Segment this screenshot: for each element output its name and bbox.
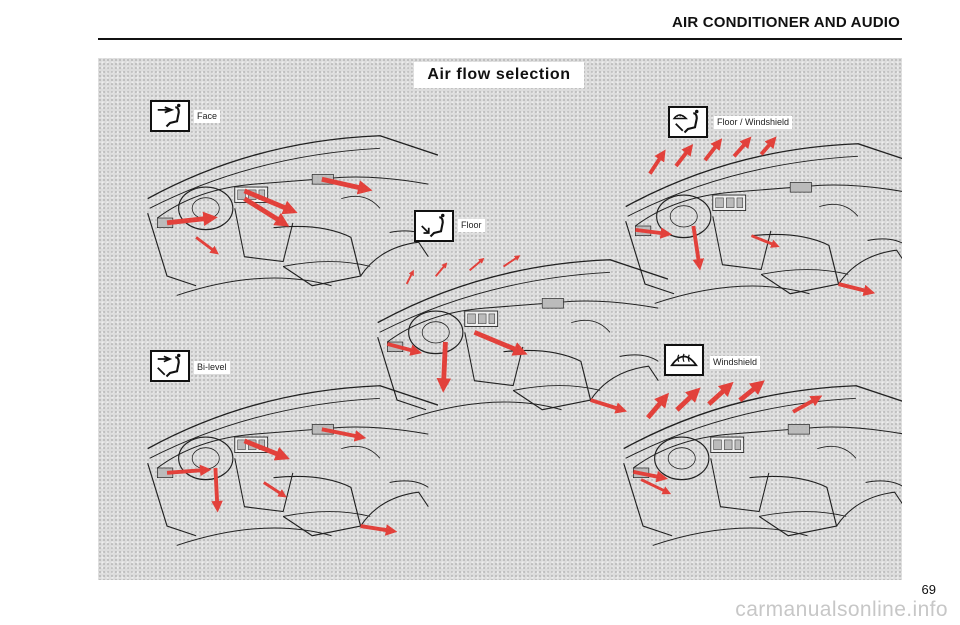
illustration-panel: Air flow selection Face Floor xyxy=(98,58,902,580)
floor-mode-illustration xyxy=(368,252,668,432)
mode-label-floor-windshield: Floor / Windshield xyxy=(714,116,793,129)
mode-label-face: Face xyxy=(194,110,221,123)
watermark: carmanualsonline.info xyxy=(735,598,948,621)
defroster-icon xyxy=(664,344,704,376)
bilevel-mode-illustration xyxy=(138,378,438,558)
mode-label-floor: Floor xyxy=(458,219,485,232)
panel-title: Air flow selection xyxy=(414,62,584,88)
windshield-mode-illustration xyxy=(614,378,902,558)
header-rule xyxy=(98,38,902,40)
mode-label-bilevel: Bi-level xyxy=(194,361,230,374)
page-number: 69 xyxy=(921,582,936,597)
floor-windshield-vent-icon xyxy=(668,106,708,138)
header-title: AIR CONDITIONER AND AUDIO xyxy=(671,14,900,31)
floor-vent-icon xyxy=(414,210,454,242)
face-vent-icon xyxy=(150,100,190,132)
mode-label-windshield: Windshield xyxy=(710,356,761,369)
bilevel-vent-icon xyxy=(150,350,190,382)
face-mode-illustration xyxy=(138,128,438,308)
floor-windshield-mode-illustration xyxy=(616,136,902,316)
